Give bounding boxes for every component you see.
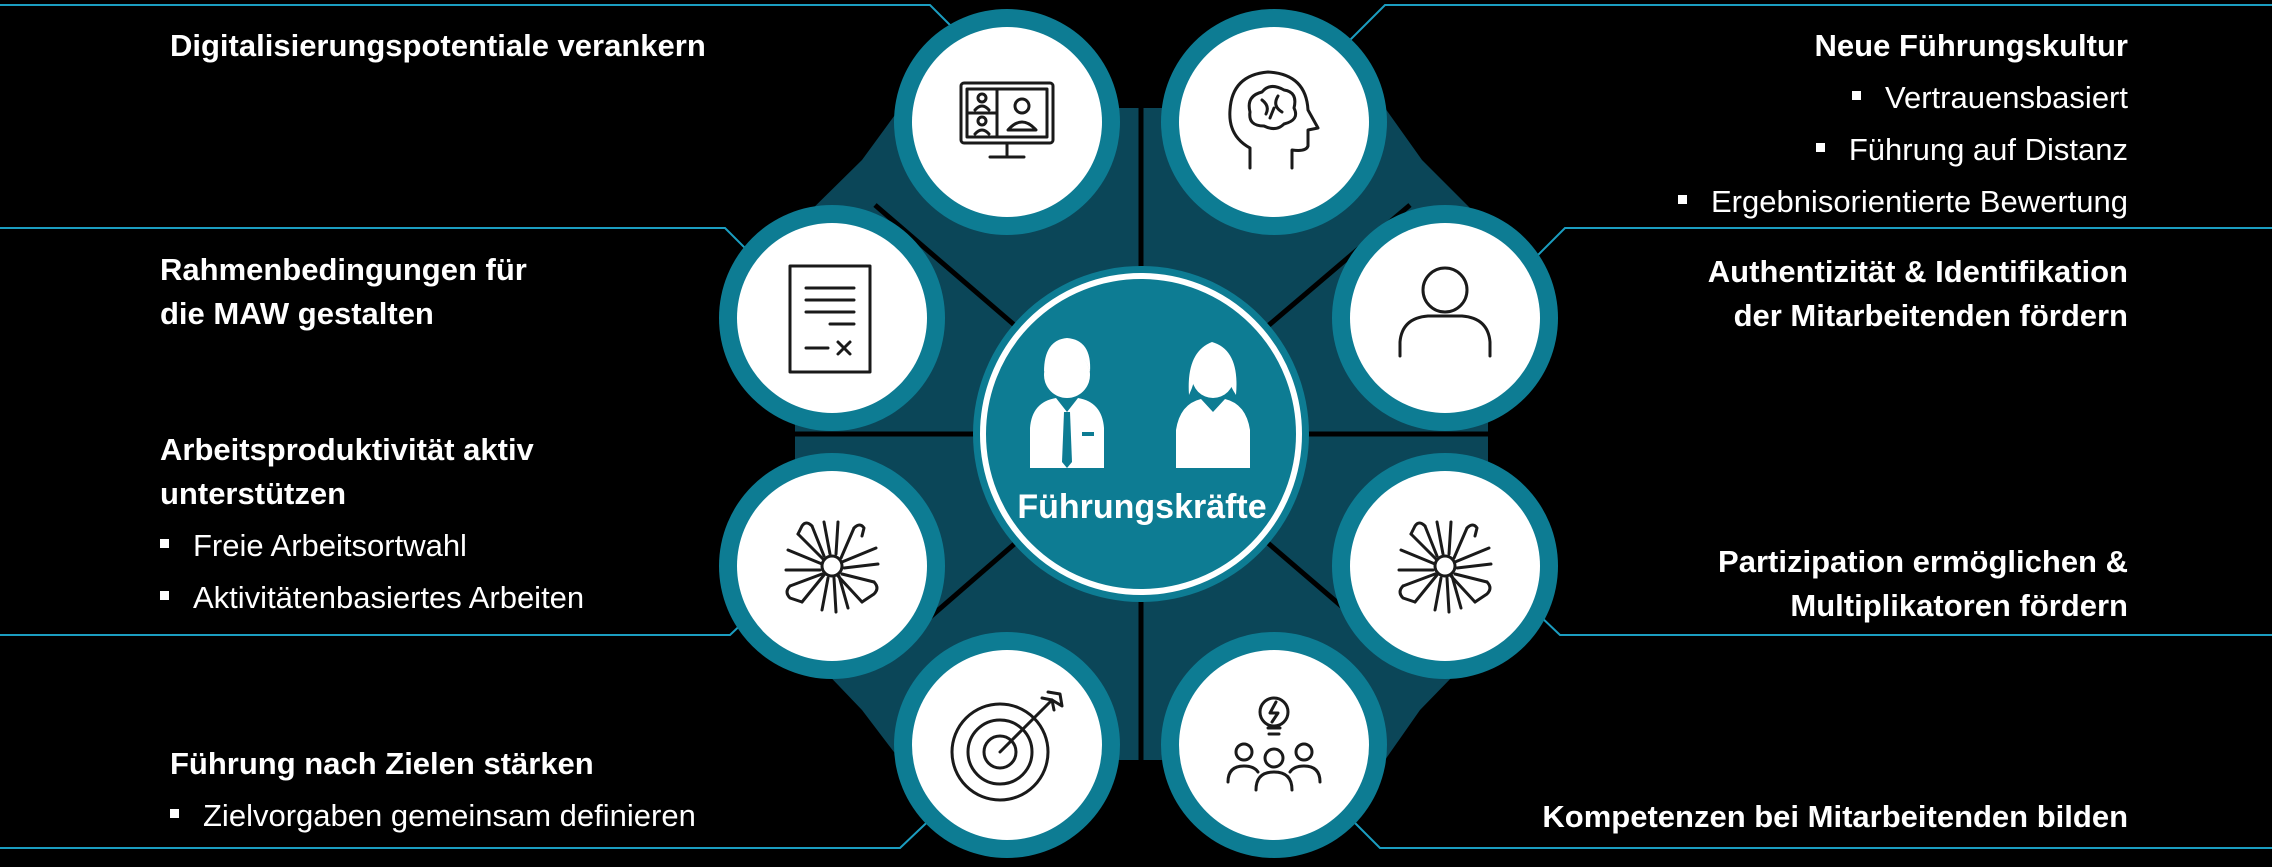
satellite-digital — [894, 9, 1120, 235]
teamwork-hands-icon — [1397, 520, 1493, 614]
item-authentizitaet: Authentizität & Identifikation der Mitar… — [1708, 250, 2128, 338]
item-rahmen: Rahmenbedingungen für die MAW gestalten — [160, 248, 527, 336]
satellite-rahmen — [719, 205, 945, 431]
target-icon — [950, 690, 1064, 802]
brain-head-icon — [1228, 70, 1320, 170]
item-title: Kompetenzen bei Mitarbeitenden bilden — [1542, 799, 2128, 834]
satellite-fuehrungskultur — [1161, 9, 1387, 235]
item-title-line: unterstützen — [160, 476, 346, 511]
satellite-kompetenzen — [1161, 632, 1387, 858]
item-title-line: der Mitarbeitenden fördern — [1733, 298, 2128, 333]
item-ziele: Führung nach Zielen stärken Zielvorgaben… — [170, 742, 696, 842]
bullet-item: Freie Arbeitsortwahl — [160, 520, 584, 572]
bullet-item: Zielvorgaben gemeinsam definieren — [170, 790, 696, 842]
item-title-line: Authentizität & Identifikation — [1707, 254, 2128, 289]
bullet-list: Freie Arbeitsortwahl Aktivitätenbasierte… — [160, 520, 584, 624]
item-title-line: Rahmenbedingungen für — [160, 252, 527, 287]
item-title: Digitalisierungspotentiale verankern — [170, 28, 706, 63]
item-title: Führung nach Zielen stärken — [170, 746, 594, 781]
item-digital: Digitalisierungspotentiale verankern — [170, 24, 706, 68]
person-icon — [1398, 266, 1492, 358]
item-title: Neue Führungskultur — [1814, 28, 2128, 63]
satellite-circles — [719, 9, 1558, 858]
bullet-item: Führung auf Distanz — [1678, 124, 2128, 176]
bullet-item: Ergebnisorientierte Bewertung — [1678, 176, 2128, 228]
leaders-icon — [1030, 338, 1250, 468]
center-label: Führungskräfte — [1017, 488, 1267, 526]
center-circle — [973, 266, 1309, 602]
bullet-item: Aktivitätenbasiertes Arbeiten — [160, 572, 584, 624]
item-kompetenzen: Kompetenzen bei Mitarbeitenden bilden — [1542, 795, 2128, 839]
satellite-produktivitaet — [719, 453, 945, 679]
bullet-item: Vertrauensbasiert — [1678, 72, 2128, 124]
bullet-list: Vertrauensbasiert Führung auf Distanz Er… — [1678, 72, 2128, 228]
item-fuehrungskultur: Neue Führungskultur Vertrauensbasiert Fü… — [1678, 24, 2128, 228]
item-title-line: die MAW gestalten — [160, 296, 434, 331]
item-title-line: Arbeitsproduktivität aktiv — [160, 432, 534, 467]
video-conference-icon — [959, 81, 1055, 159]
satellite-partizipation — [1332, 453, 1558, 679]
connector-lines — [0, 4, 2272, 849]
item-title-line: Partizipation ermöglichen & — [1718, 544, 2128, 579]
item-produktivitaet: Arbeitsproduktivität aktiv unterstützen … — [160, 428, 584, 624]
team-idea-icon — [1226, 696, 1322, 792]
satellite-authentizitaet — [1332, 205, 1558, 431]
teamwork-hands-icon — [784, 520, 880, 614]
item-title-line: Multiplikatoren fördern — [1790, 588, 2128, 623]
bullet-list: Zielvorgaben gemeinsam definieren — [170, 790, 696, 842]
document-icon — [788, 264, 872, 374]
item-partizipation: Partizipation ermöglichen & Multiplikato… — [1718, 540, 2128, 628]
